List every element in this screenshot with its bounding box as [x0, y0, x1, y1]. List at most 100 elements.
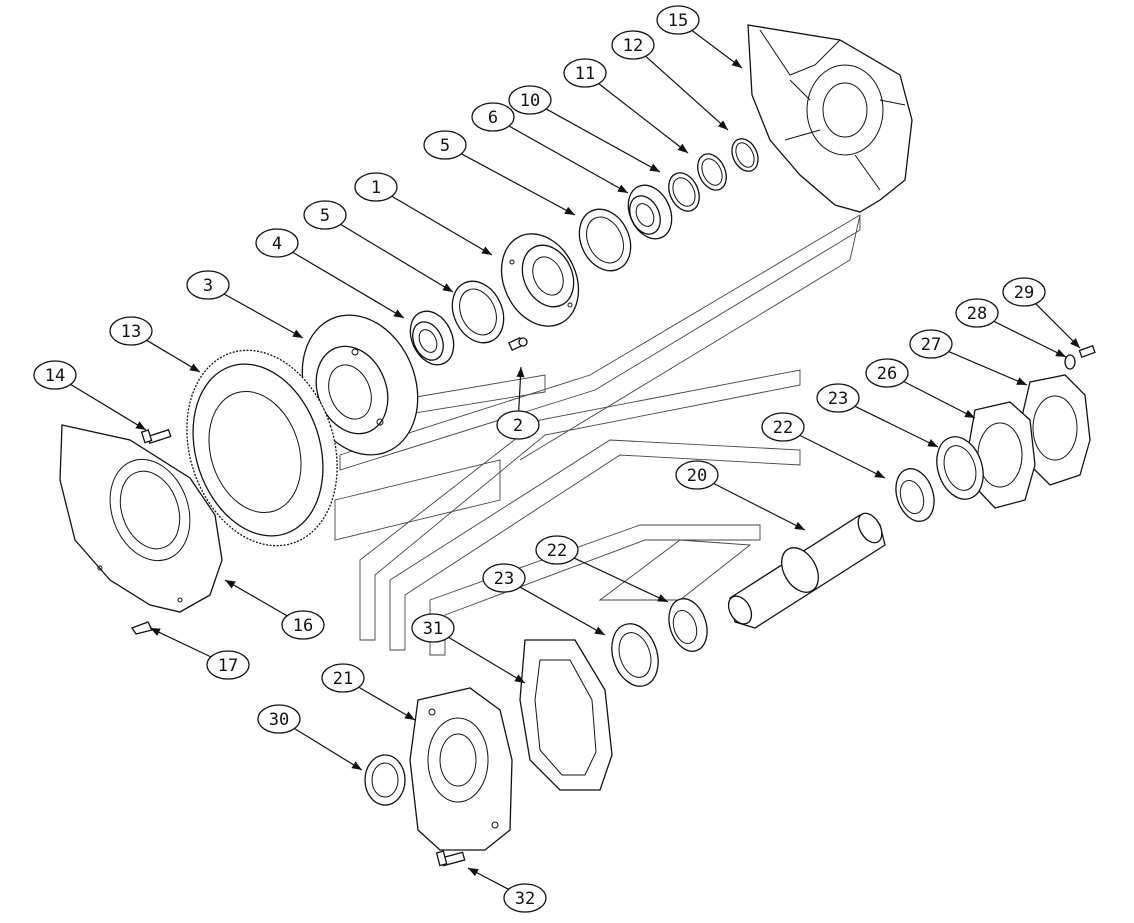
- callout-bubble: [281, 610, 325, 640]
- callout-number: 20: [687, 466, 707, 486]
- callout-number: 28: [967, 304, 987, 324]
- callout-number: 32: [515, 889, 535, 909]
- part-14-bolt: [140, 428, 172, 445]
- callout-number: 5: [440, 136, 450, 156]
- callout-bubble: [482, 563, 526, 593]
- callout-number: 12: [623, 36, 643, 56]
- callout-number: 26: [877, 364, 897, 384]
- callout-bubble: [955, 298, 999, 328]
- callout-number: 4: [272, 234, 282, 254]
- callout-bubble: [865, 358, 909, 388]
- leader-line-15: [691, 29, 743, 69]
- leader-line-20: [713, 482, 806, 531]
- callout-bubble: [109, 316, 153, 346]
- leader-line-28: [993, 320, 1067, 358]
- leader-line-10: [545, 108, 661, 173]
- leader-arrowhead: [677, 143, 688, 153]
- leader-line-3: [223, 293, 304, 339]
- leader-line-5: [461, 153, 576, 216]
- callout-number: 2: [513, 416, 523, 436]
- leader-line-23: [519, 586, 606, 636]
- callout-17: 17: [206, 650, 250, 680]
- leader-line-14: [70, 383, 147, 431]
- background-ghost-outlines: [334, 214, 861, 656]
- leader-arrowhead: [292, 329, 303, 338]
- part-22-upper-bearing: [895, 468, 935, 522]
- leader-line-5: [340, 223, 454, 293]
- part-5-lower-bearing-cup: [451, 280, 505, 344]
- callout-number: 1: [371, 178, 381, 198]
- leader-line-17: [149, 627, 212, 658]
- leader-arrowhead: [1055, 348, 1066, 357]
- callout-31: 31: [411, 613, 455, 643]
- part-2-bolt: [508, 336, 528, 352]
- callout-13: 13: [109, 316, 153, 346]
- callout-bubble: [186, 270, 230, 300]
- callout-number: 21: [333, 669, 353, 689]
- leader-line-11: [598, 83, 689, 154]
- part-12-snap-ring: [731, 138, 759, 172]
- callout-number: 11: [575, 64, 595, 84]
- callout-11: 11: [563, 58, 607, 88]
- leader-arrowhead: [617, 184, 628, 193]
- callout-number: 22: [547, 541, 567, 561]
- part-4-bearing: [409, 310, 455, 366]
- callout-number: 29: [1014, 283, 1034, 303]
- part-29-bolt: [1078, 344, 1096, 358]
- leader-arrowhead: [393, 309, 404, 318]
- callout-bubble: [496, 410, 540, 440]
- callout-28: 28: [955, 298, 999, 328]
- callout-bubble: [354, 172, 398, 202]
- callout-number: 23: [494, 569, 514, 589]
- leader-arrowhead: [481, 246, 492, 255]
- callout-number: 16: [293, 616, 313, 636]
- callout-bubble: [535, 535, 579, 565]
- leader-arrowhead: [657, 594, 668, 602]
- callout-bubble: [816, 383, 860, 413]
- leader-line-4: [292, 251, 405, 319]
- part-23-lower-bearing-cup: [611, 623, 659, 687]
- callout-bubble: [656, 5, 700, 35]
- callout-number: 10: [520, 91, 540, 111]
- leader-arrowhead: [150, 628, 161, 636]
- leader-arrowhead: [964, 409, 975, 418]
- part-5-upper-bearing-cup: [578, 208, 632, 272]
- leader-arrowhead: [468, 868, 479, 877]
- part-17-clip: [131, 621, 153, 635]
- leader-line-31: [448, 636, 526, 684]
- leader-line-22: [799, 434, 886, 479]
- callout-bubble: [303, 200, 347, 230]
- callout-30: 30: [257, 704, 301, 734]
- callout-bubble: [508, 85, 552, 115]
- leader-line-1: [391, 195, 493, 256]
- leader-line-29: [1035, 303, 1081, 349]
- callout-bubble: [33, 360, 77, 390]
- leader-line-26: [903, 380, 976, 419]
- callout-27: 27: [909, 329, 953, 359]
- callout-bubble: [611, 30, 655, 60]
- leader-arrowhead: [717, 120, 728, 130]
- part-11-ring: [697, 153, 727, 191]
- leader-line-16: [224, 579, 288, 617]
- part-20-shaft: [727, 512, 886, 629]
- leader-line-13: [146, 339, 201, 373]
- callout-bubble: [257, 704, 301, 734]
- callout-number: 3: [203, 276, 213, 296]
- callout-number: 27: [921, 335, 941, 355]
- leader-line-27: [948, 351, 1028, 386]
- part-13-ring-gear: [186, 349, 338, 547]
- callout-number: 23: [828, 389, 848, 409]
- callout-group: 1512111065154313142292827262322202223311…: [33, 5, 1046, 913]
- callout-bubble: [563, 58, 607, 88]
- part-32-bolt: [435, 850, 466, 867]
- part-30-seal: [364, 754, 406, 806]
- leader-arrowhead: [874, 469, 885, 478]
- leader-arrowhead: [404, 711, 415, 720]
- part-27-gasket: [1019, 374, 1091, 486]
- part-21-housing: [409, 687, 513, 851]
- part-31-gasket: [519, 639, 613, 791]
- leader-line-30: [294, 727, 363, 771]
- callout-3: 3: [186, 270, 230, 300]
- leader-arrowhead: [225, 580, 236, 589]
- callout-22: 22: [535, 535, 579, 565]
